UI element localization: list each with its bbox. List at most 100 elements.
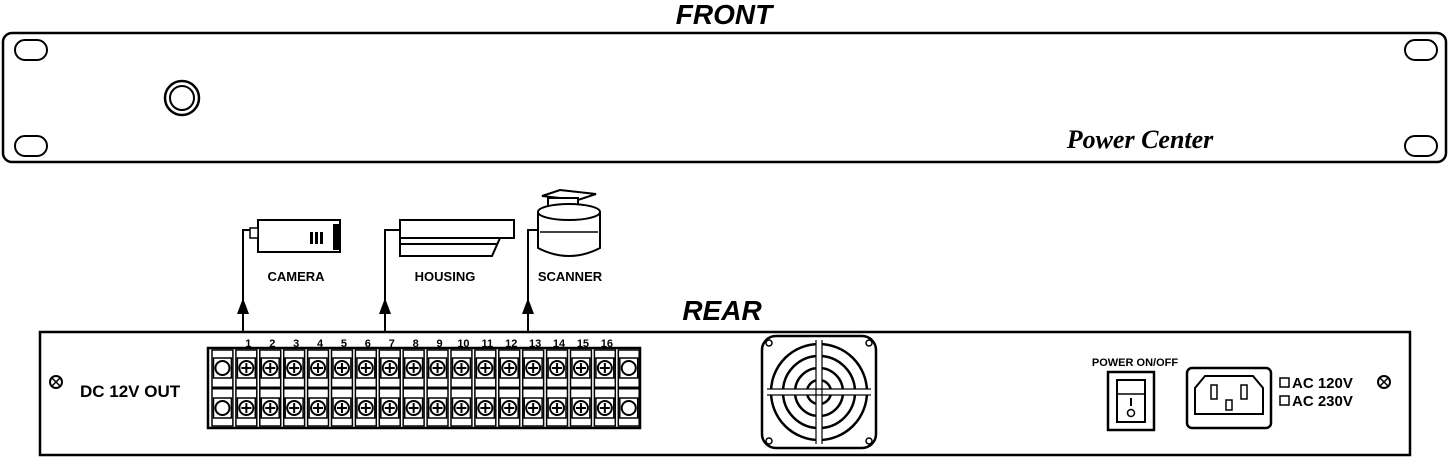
terminal-screw-icon[interactable] [451,357,472,379]
voltage-option-120[interactable]: AC 120V [1279,375,1353,392]
terminal-screw-icon[interactable] [427,397,448,419]
terminal-number-label: 1 [245,338,251,350]
power-switch[interactable] [1106,370,1156,432]
terminal-screw-icon[interactable] [380,357,400,379]
terminal-screw-icon[interactable] [212,397,233,419]
housing-label: HOUSING [415,269,476,284]
terminal-screw-icon[interactable] [523,397,543,419]
terminal-screw-icon[interactable] [308,397,328,419]
mounting-slot-icon [14,39,48,61]
terminal-screw-icon[interactable] [619,397,639,419]
camera-label: CAMERA [267,269,325,284]
dc-output-label: DC 12V OUT [80,382,181,401]
switch-off-mark-icon [1126,408,1136,418]
terminal-cell [259,349,282,427]
terminal-screw-icon[interactable] [547,397,567,419]
terminal-screw-icon[interactable] [571,357,591,379]
terminal-end-post [211,349,234,427]
terminal-screw-icon[interactable] [212,357,233,379]
terminal-number-label: 5 [341,338,347,350]
screw-icon [1377,375,1391,389]
arrow-up-icon [522,298,534,314]
terminal-number-label: 13 [529,338,541,350]
terminal-cell [354,349,378,427]
terminal-screw-icon[interactable] [356,397,376,419]
checkbox-icon [1279,377,1290,388]
terminal-screw-icon[interactable] [260,357,280,379]
terminal-number-label: 10 [457,338,469,350]
terminal-screw-icon[interactable] [332,357,352,379]
terminal-screw-icon[interactable] [260,397,280,419]
terminal-cell [569,349,593,427]
mounting-slot-icon [1404,135,1438,157]
voltage-option-label: AC 120V [1292,375,1353,392]
terminal-cell [426,349,449,427]
terminal-screw-icon[interactable] [284,357,304,379]
terminal-cell [282,349,306,427]
terminal-cell [498,349,521,427]
voltage-option-label: AC 230V [1292,393,1353,410]
terminal-screw-icon[interactable] [451,397,472,419]
terminal-screw-icon[interactable] [595,397,615,419]
voltage-option-230[interactable]: AC 230V [1279,393,1353,410]
terminal-number-label: 3 [293,338,299,350]
terminal-screw-icon[interactable] [308,357,328,379]
terminal-screw-icon[interactable] [403,357,424,379]
terminal-screw-icon[interactable] [403,397,424,419]
power-switch-label: POWER ON/OFF [1092,357,1178,369]
rear-heading: REAR [682,295,762,326]
terminal-number-label: 9 [436,338,442,350]
terminal-cell [235,349,258,427]
terminal-number-label: 4 [317,338,324,350]
terminal-cell [593,349,617,427]
scanner-icon [537,188,601,257]
terminal-screw-icon[interactable] [499,397,519,419]
terminal-screw-icon[interactable] [499,357,519,379]
terminal-number-label: 12 [505,338,517,350]
front-heading: FRONT [676,0,775,30]
terminal-cell [450,349,473,427]
ac-inlet-icon [1185,366,1273,430]
terminal-number-label: 14 [553,338,566,350]
camera-connection-line [242,229,250,335]
brand-label: Power Center [1066,125,1214,154]
terminal-number-label: 11 [482,338,494,350]
terminal-screw-icon[interactable] [284,397,304,419]
checkbox-icon [1279,395,1290,406]
terminal-cell [521,349,545,427]
terminal-screw-icon[interactable] [475,397,496,419]
terminal-screw-icon[interactable] [595,357,615,379]
terminal-cell [330,349,354,427]
terminal-screw-icon[interactable] [332,397,352,419]
terminal-cell [306,349,330,427]
terminal-number-label: 15 [577,338,589,350]
terminal-screw-icon[interactable] [547,357,567,379]
terminal-screw-icon[interactable] [523,357,543,379]
housing-connection-line [384,229,400,335]
scanner-label: SCANNER [538,269,603,284]
terminal-number-label: 7 [389,338,395,350]
terminal-number-label: 16 [601,338,613,350]
housing-icon [399,219,515,257]
front-panel: Power Center [1,31,1448,164]
terminal-cell [474,349,497,427]
camera-icon [249,219,341,253]
mounting-slot-icon [1404,39,1438,61]
fan-icon [760,334,878,450]
terminal-screw-icon[interactable] [427,357,448,379]
terminal-screw-icon[interactable] [619,357,639,379]
terminal-screw-icon[interactable] [475,357,496,379]
arrow-up-icon [237,298,249,314]
terminal-number-label: 2 [269,338,275,350]
terminal-screw-icon[interactable] [236,397,257,419]
terminal-screw-icon[interactable] [356,357,376,379]
terminal-screw-icon[interactable] [380,397,400,419]
terminal-screw-icon[interactable] [236,357,257,379]
terminal-screw-icon[interactable] [571,397,591,419]
mounting-slot-icon [14,135,48,157]
screw-icon [49,375,63,389]
arrow-up-icon [379,298,391,314]
terminal-cell [378,349,401,427]
